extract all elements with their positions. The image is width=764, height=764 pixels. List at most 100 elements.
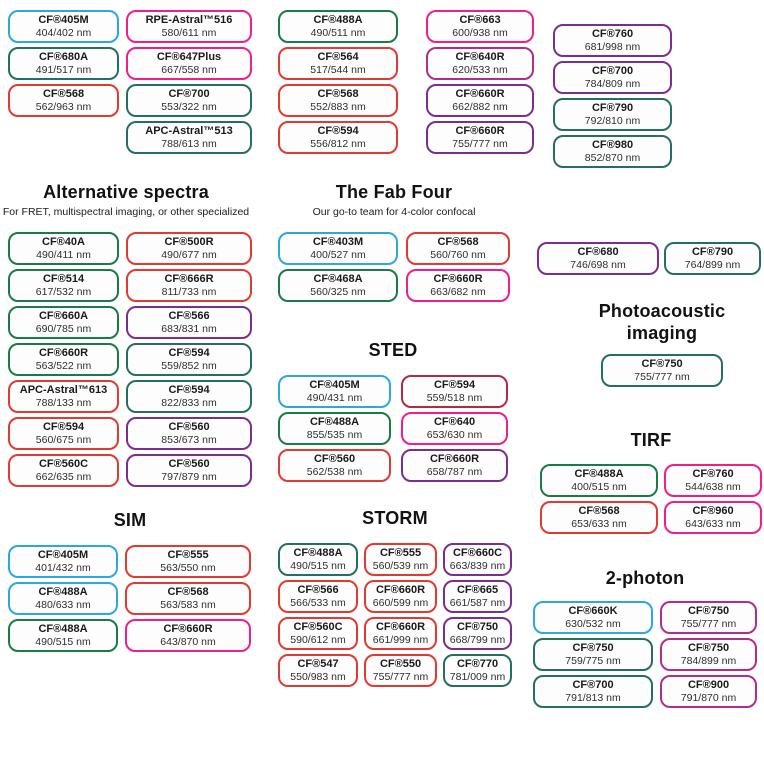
dye-ex-em: 755/777 nm (452, 138, 508, 150)
dye-name: RPE-Astral™516 (145, 14, 233, 26)
dye-ex-em: 630/532 nm (565, 618, 621, 630)
group-title: STED (368, 340, 418, 360)
dye-ex-em: 490/515 nm (35, 636, 91, 648)
dye-ex-em: 556/812 nm (310, 138, 366, 150)
dye-ex-em: 852/870 nm (584, 152, 641, 164)
dye-name: CF®547 (297, 658, 339, 670)
dye-ex-em: 560/760 nm (430, 249, 486, 261)
dye-ex-em: 681/998 nm (584, 41, 641, 53)
dye-name: CF®40A (42, 236, 85, 248)
dye-name: CF®750 (641, 358, 683, 370)
group-title: Photoacoustic imaging (598, 301, 726, 343)
dye-ex-em: 791/813 nm (565, 692, 621, 704)
dye-name: CF®760 (591, 28, 634, 40)
group-title: 2-photon (605, 568, 685, 588)
dye-name: CF®405M (309, 379, 360, 391)
dye-name: CF®750 (687, 642, 730, 654)
dye-name: CF®750 (456, 621, 499, 633)
dye-ex-em: 811/733 nm (161, 286, 217, 298)
dye-name: CF®566 (168, 310, 210, 322)
group-subtitle: For FRET, multispectral imaging, or othe… (2, 206, 250, 218)
dye-ex-em: 490/411 nm (36, 249, 91, 261)
dye-name: CF®663 (459, 14, 501, 26)
dye-name: CF®980 (591, 139, 634, 151)
dye-name: CF®560 (168, 458, 210, 470)
group-title: STORM (362, 508, 428, 528)
dye-name: CF®660K (568, 605, 618, 617)
dye-ex-em: 560/325 nm (310, 286, 366, 298)
dye-ex-em: 764/899 nm (684, 259, 741, 271)
dye-ex-em: 480/633 nm (35, 599, 91, 611)
dye-name: CF®900 (687, 679, 730, 691)
dye-ex-em: 792/810 nm (584, 115, 641, 127)
dye-ex-em: 658/787 nm (426, 466, 483, 478)
dye-name: CF®564 (317, 51, 359, 63)
dye-ex-em: 580/611 nm (161, 27, 217, 39)
dye-ex-em: 517/544 nm (310, 64, 366, 76)
dye-ex-em: 797/879 nm (161, 471, 217, 483)
dye-ex-em: 490/677 nm (161, 249, 217, 261)
dye-name: CF®660R (455, 125, 505, 137)
dye-name: CF®468A (313, 273, 363, 285)
dye-name: CF®665 (456, 584, 499, 596)
dye-name: CF®550 (379, 658, 422, 670)
dye-name: CF®568 (578, 505, 620, 517)
dye-name: CF®660C (452, 547, 503, 559)
dye-name: CF®594 (168, 347, 210, 359)
dye-name: CF®750 (572, 642, 614, 654)
dye-ex-em: 620/533 nm (452, 64, 508, 76)
group-title: TIRF (630, 430, 672, 450)
dye-ex-em: 563/583 nm (160, 599, 216, 611)
dye-name: CF®660A (38, 310, 89, 322)
dye-ex-em: 400/515 nm (571, 481, 627, 493)
dye-name: APC-Astral™513 (145, 125, 233, 137)
dye-ex-em: 653/633 nm (571, 518, 627, 530)
